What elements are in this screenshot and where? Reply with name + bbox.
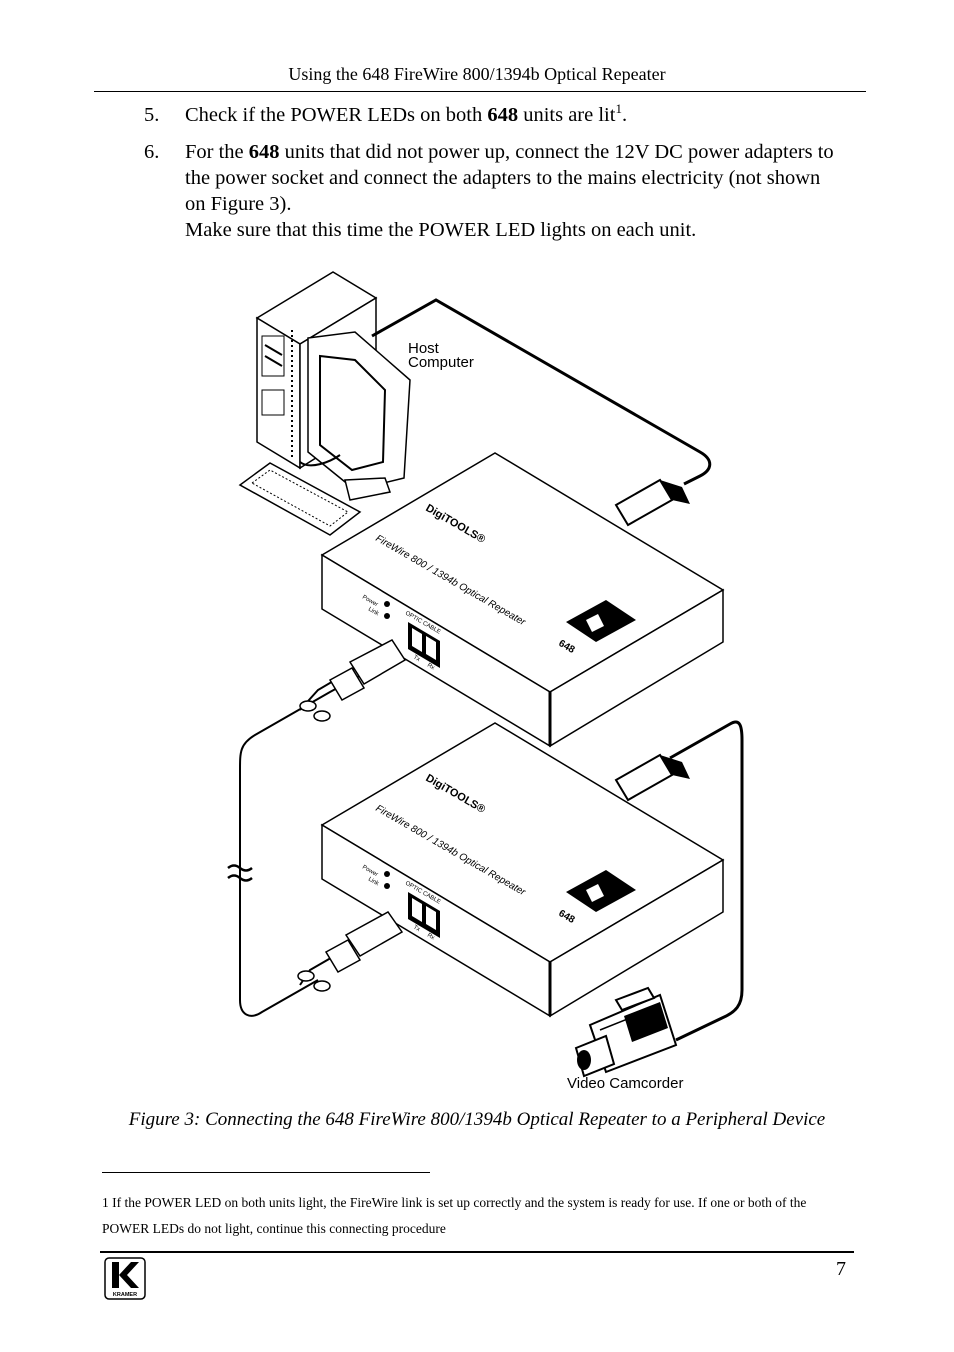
footnote: 1 If the POWER LED on both units light, … bbox=[102, 1190, 854, 1242]
step-text: For the 648 units that did not power up,… bbox=[185, 141, 834, 241]
fiber-connector-lower bbox=[297, 911, 404, 992]
firewire-connector-lower bbox=[614, 753, 690, 802]
page-number: 7 bbox=[836, 1258, 846, 1280]
logo-wordmark: KRAMER bbox=[113, 1292, 137, 1298]
firewire-connector-upper bbox=[614, 478, 690, 527]
tx-label: Tx bbox=[412, 925, 421, 934]
footnote-marker: 1 bbox=[102, 1195, 109, 1210]
step-note: Make sure that this time the POWER LED l… bbox=[185, 219, 697, 241]
header-rule bbox=[94, 91, 866, 92]
host-computer-label-line2: Computer bbox=[408, 354, 474, 371]
cable-break-symbol bbox=[227, 864, 253, 882]
figure-caption: Figure 3: Connecting the 648 FireWire 80… bbox=[128, 1109, 826, 1130]
step-number: 6. bbox=[144, 141, 160, 163]
footnote-text: If the POWER LED on both units light, th… bbox=[102, 1195, 807, 1236]
host-computer-illustration bbox=[238, 271, 411, 536]
firewire-cable-upper bbox=[371, 298, 712, 486]
rx-label: Rx bbox=[426, 933, 435, 942]
step-number: 5. bbox=[144, 104, 160, 126]
video-camcorder-label: Video Camcorder bbox=[567, 1075, 683, 1092]
kramer-logo: KRAMER bbox=[104, 1257, 146, 1300]
video-camcorder-illustration bbox=[574, 986, 678, 1078]
footer-rule bbox=[100, 1251, 854, 1253]
link-led-label: Link bbox=[367, 607, 380, 618]
tx-label: Tx bbox=[412, 655, 421, 664]
running-header: Using the 648 FireWire 800/1394b Optical… bbox=[288, 64, 666, 84]
footnote-rule bbox=[102, 1172, 430, 1173]
rx-label: Rx bbox=[426, 663, 435, 672]
repeater-unit-upper: DigiTOOLS® FireWire 800 / 1394b Optical … bbox=[320, 451, 725, 748]
step-text: Check if the POWER LEDs on both 648 unit… bbox=[185, 101, 628, 126]
optical-fiber-cable bbox=[239, 655, 397, 1017]
repeater-unit-lower: DigiTOOLS® FireWire 800 / 1394b Optical … bbox=[320, 721, 725, 1018]
firewire-cable-lower bbox=[669, 720, 744, 1042]
fiber-connector-upper bbox=[299, 639, 407, 722]
host-computer-label: Host bbox=[408, 340, 440, 357]
footnote-ref: 1 bbox=[615, 101, 622, 117]
link-led-label: Link bbox=[367, 877, 380, 888]
